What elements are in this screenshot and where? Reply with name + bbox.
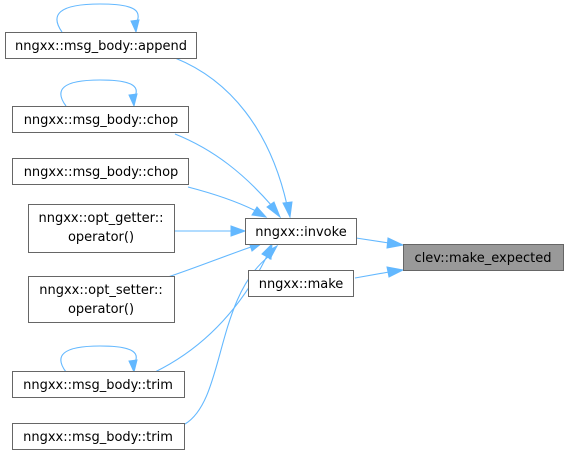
- edge-getter-invoke-arrowhead: [230, 225, 247, 237]
- node-trim-2[interactable]: nngxx::msg_body::trim: [12, 423, 185, 450]
- node-chop-1[interactable]: nngxx::msg_body::chop: [12, 106, 189, 133]
- node-trim-1-box: [12, 371, 185, 398]
- node-opt-setter-label-line2: operator(): [68, 302, 134, 317]
- edge-setter-invoke: [167, 246, 252, 278]
- edge-append-self: [56, 3, 139, 33]
- node-make-label: nngxx::make: [259, 277, 344, 292]
- node-invoke-box: [245, 218, 357, 245]
- node-chop-2-box: [12, 158, 189, 185]
- node-make-box: [248, 270, 354, 297]
- node-opt-getter-label-line2: operator(): [68, 230, 134, 245]
- edge-chop2-invoke: [187, 186, 257, 212]
- node-chop-1-label: nngxx::msg_body::chop: [24, 113, 179, 128]
- edge-chop1-self-arrowhead: [128, 93, 138, 108]
- edge-make-make-expected: [354, 271, 390, 279]
- node-make-expected-label: clev::make_expected: [415, 251, 552, 266]
- edge-chop1-invoke-arrowhead: [266, 201, 282, 219]
- node-append-label: nngxx::msg_body::append: [15, 39, 187, 54]
- node-trim-1-label: nngxx::msg_body::trim: [23, 378, 173, 393]
- edge-chop1-self: [60, 79, 137, 107]
- node-opt-setter[interactable]: nngxx::opt_setter:: operator(): [28, 276, 175, 323]
- edge-make-make-expected-arrowhead: [386, 266, 405, 278]
- edge-invoke-make-expected-arrowhead: [386, 237, 405, 249]
- node-invoke[interactable]: nngxx::invoke: [245, 218, 357, 245]
- node-opt-getter-label-line1: nngxx::opt_getter::: [39, 211, 164, 226]
- node-chop-2[interactable]: nngxx::msg_body::chop: [12, 158, 189, 185]
- node-chop-1-box: [12, 106, 189, 133]
- edges: [56, 3, 405, 425]
- node-append-box: [5, 32, 197, 59]
- node-opt-getter[interactable]: nngxx::opt_getter:: operator(): [28, 204, 175, 253]
- node-trim-1[interactable]: nngxx::msg_body::trim: [12, 371, 185, 398]
- node-opt-setter-label-line1: nngxx::opt_setter::: [39, 283, 163, 298]
- edge-invoke-make-expected: [355, 237, 390, 244]
- node-trim-2-label: nngxx::msg_body::trim: [23, 430, 173, 445]
- edge-chop1-invoke: [174, 133, 273, 207]
- node-opt-getter-box: [28, 204, 175, 253]
- node-opt-setter-box: [28, 276, 175, 323]
- node-make-expected-box: [403, 244, 564, 271]
- edge-append-self-arrowhead: [130, 19, 140, 34]
- node-append[interactable]: nngxx::msg_body::append: [5, 32, 197, 59]
- node-chop-2-label: nngxx::msg_body::chop: [24, 165, 179, 180]
- edge-chop2-invoke-arrowhead: [251, 206, 268, 218]
- edge-trim1-self: [60, 345, 137, 373]
- edge-trim2-invoke-arrowhead: [263, 244, 279, 260]
- node-make[interactable]: nngxx::make: [248, 270, 354, 297]
- node-invoke-label: nngxx::invoke: [255, 225, 346, 240]
- edge-trim1-self-arrowhead: [128, 359, 138, 374]
- node-make-expected[interactable]: clev::make_expected: [403, 244, 564, 271]
- edge-append-invoke: [174, 57, 288, 206]
- edge-append-invoke-arrowhead: [282, 201, 293, 219]
- node-trim-2-box: [12, 423, 185, 450]
